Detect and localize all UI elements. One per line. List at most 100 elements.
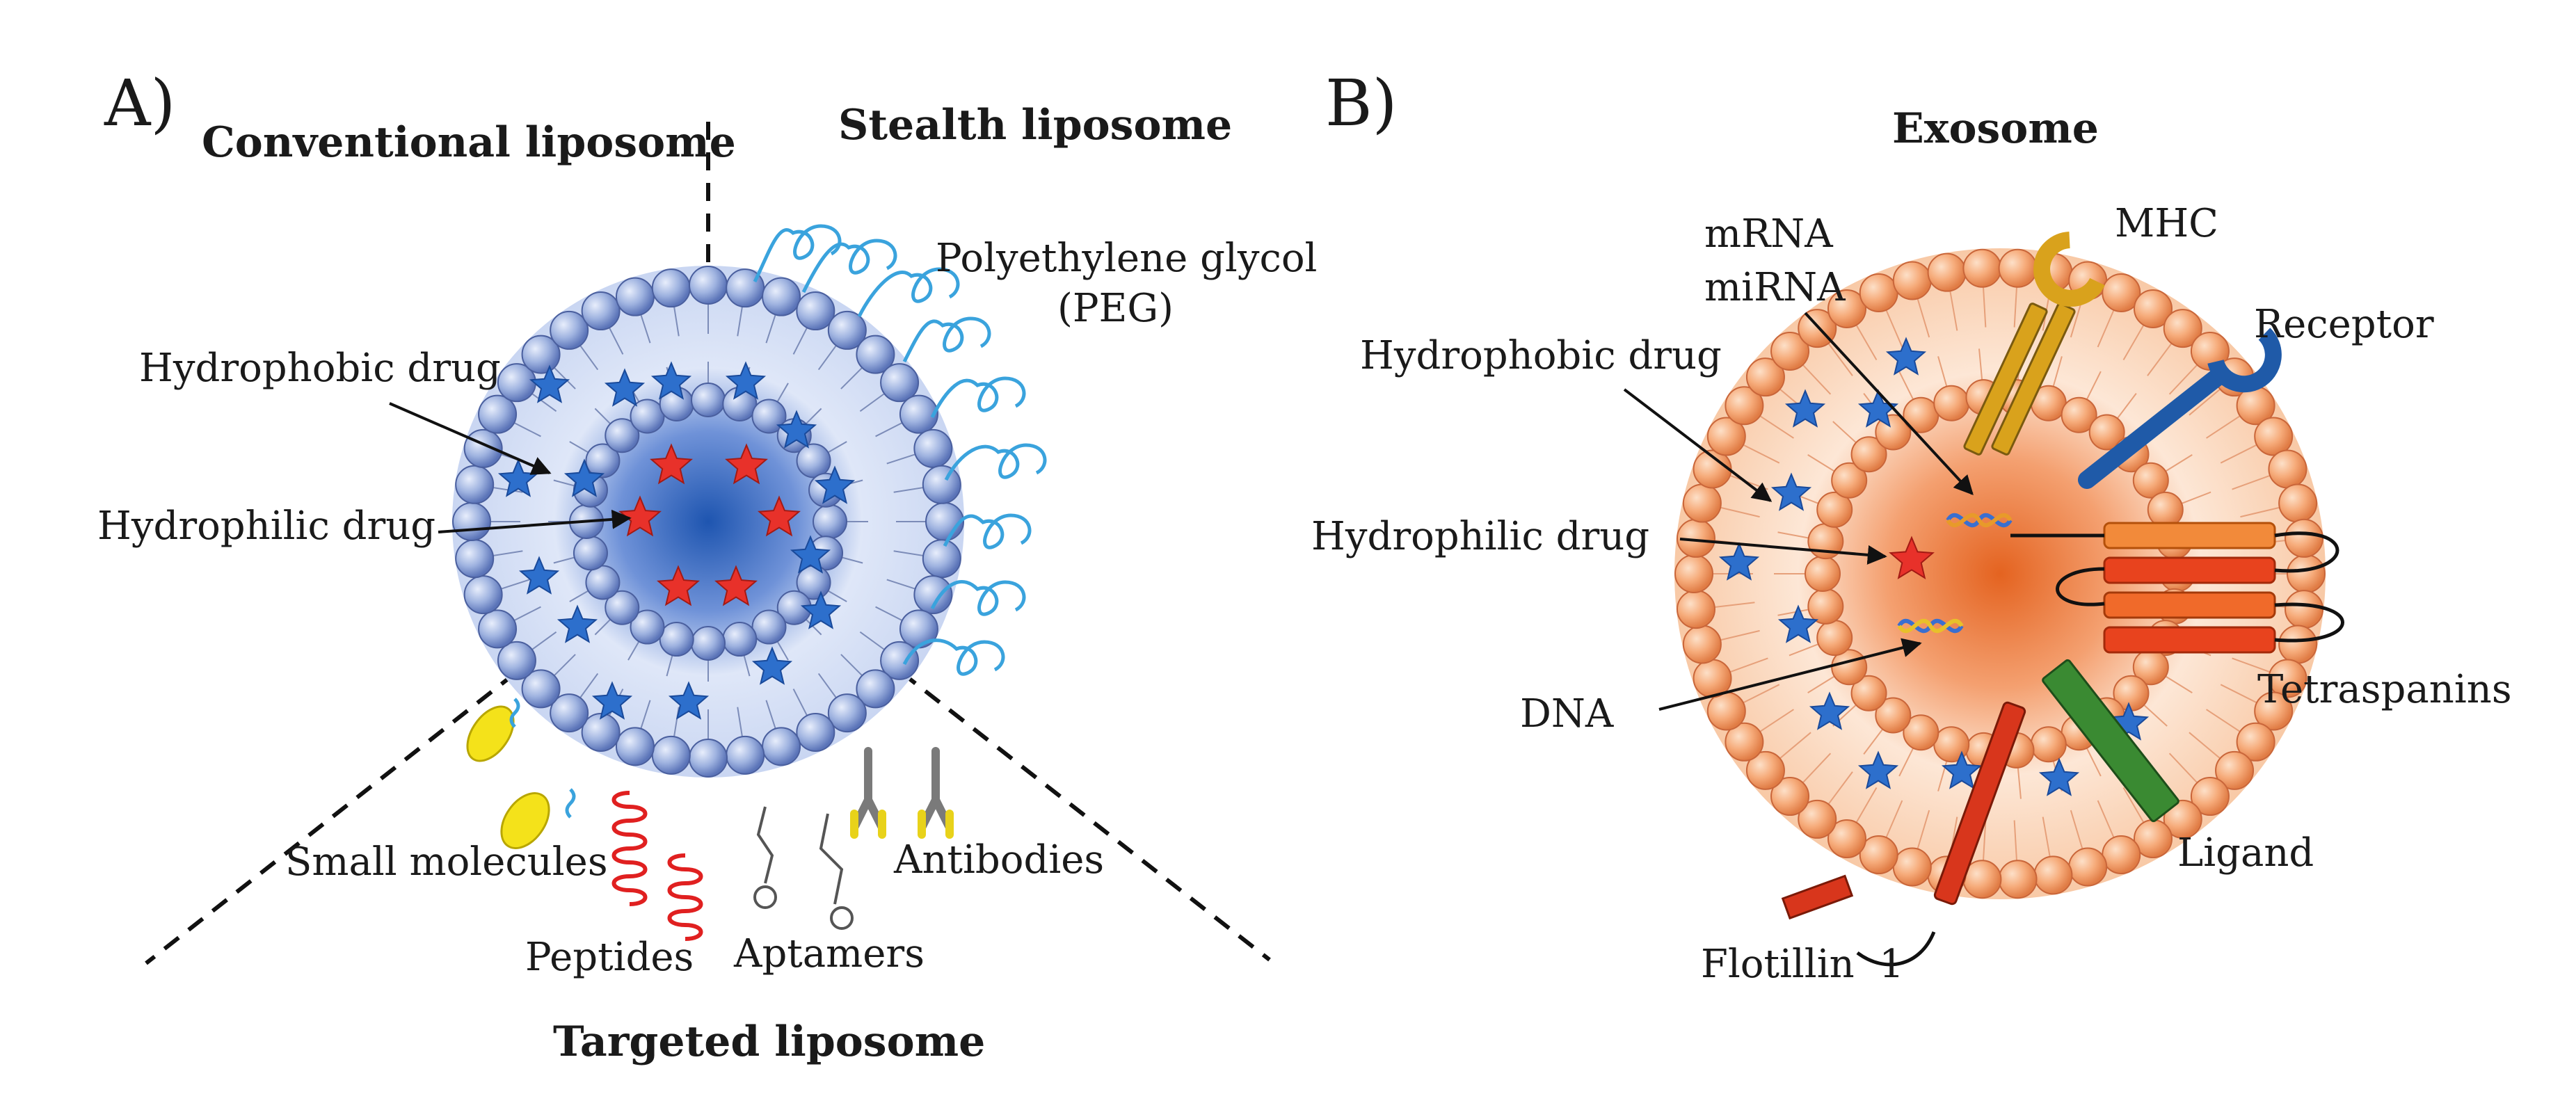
exosome-lipid-head <box>1798 799 1837 839</box>
conventional-liposome-title: Conventional liposome <box>202 118 736 167</box>
exosome-lipid-head <box>1682 483 1722 523</box>
hydrophobic-drug-star <box>800 590 842 629</box>
peg-chain <box>902 316 991 363</box>
receptor-molecule <box>2078 328 2282 489</box>
exosome-lipid-head <box>2102 835 2141 875</box>
exosome-lipid-head <box>1725 386 1764 426</box>
lipid-head <box>478 609 518 649</box>
label-peg-line1: Polyethylene glycol <box>936 236 1317 281</box>
peg-chain <box>902 638 1005 676</box>
lipid-head <box>521 335 561 374</box>
flotillin-stalk <box>1933 701 2026 906</box>
label-hydrophobic-drug: Hydrophobic drug <box>139 346 501 391</box>
lipid-head <box>762 277 801 316</box>
exosome-lipid-head <box>2102 273 2141 312</box>
hydrophilic-drug-star <box>714 565 758 606</box>
exosome-lipid-head <box>2088 414 2125 451</box>
label-mhc: MHC <box>2115 201 2218 246</box>
lipid-head <box>796 291 835 331</box>
lipid-head <box>585 443 621 478</box>
exosome-hydrophobic-star <box>1857 750 1899 789</box>
stealth-liposome-title: Stealth liposome <box>838 101 1232 150</box>
lipid-head <box>925 502 964 541</box>
lipid-head <box>605 590 640 625</box>
hydrophilic-drug-star <box>650 443 693 485</box>
panel-b: B) Exosome <box>1311 66 2512 987</box>
lipid-head <box>762 727 801 766</box>
exosome-lipid-head <box>2254 417 2294 456</box>
hydrophobic-drug-star <box>776 410 817 449</box>
peptide-coil <box>667 853 703 941</box>
exosome-lipid-head <box>2163 799 2202 839</box>
dna-strand <box>1897 618 1964 634</box>
antibody-tips <box>918 810 954 839</box>
label-hydrophilic-drug: Hydrophilic drug <box>97 504 435 549</box>
targeted-liposome-title: Targeted liposome <box>553 1018 985 1066</box>
lipid-head <box>615 277 655 316</box>
receptor-head <box>2207 328 2282 393</box>
aptamer-shapes <box>753 806 854 930</box>
exosome-lipid-head <box>1850 436 1887 473</box>
lipid-head <box>521 669 561 709</box>
exosome-lipid-head <box>1962 248 2002 288</box>
lipid-head <box>605 418 640 453</box>
mhc-stalk <box>1963 303 2048 456</box>
panel-b-letter: B) <box>1325 66 1398 140</box>
peptide-coil <box>611 791 648 906</box>
label-small-molecules: Small molecules <box>285 839 608 885</box>
exosome-lipid-head <box>1725 722 1764 762</box>
exosome-lipid-head <box>2190 777 2230 817</box>
label-antibodies: Antibodies <box>893 837 1104 883</box>
exosome-title: Exosome <box>1892 104 2099 153</box>
aptamer-head <box>830 906 854 930</box>
antibody-shapes <box>850 747 954 839</box>
flotillin-molecule <box>1781 701 2026 967</box>
hydrophilic-drug-star <box>725 443 768 485</box>
lipid-head <box>550 693 589 733</box>
lipid-head <box>722 622 758 657</box>
mhc-stalk <box>1991 303 2076 456</box>
exosome-hydrophobic-star <box>1885 337 1927 376</box>
label-ligand: Ligand <box>2177 830 2314 876</box>
exosome-outer-layer <box>1674 248 2326 899</box>
arrow-exo-hydrophilic <box>1679 538 1887 565</box>
exosome-lipid-head <box>1745 357 1785 397</box>
hydrophilic-drug-star <box>758 495 801 537</box>
exosome-hydrophobic-star <box>2038 757 2080 796</box>
lipid-head <box>751 609 787 645</box>
exosome-lipid-head <box>1892 847 1932 887</box>
arrow-hydrophilic <box>438 509 632 533</box>
exosome-lipid-head <box>1770 331 1810 371</box>
lipid-head <box>651 735 691 775</box>
exosome-hydrophobic-star <box>1809 691 1850 730</box>
peg-chain <box>930 376 1026 419</box>
exosome-lipid-head <box>2033 855 2073 895</box>
flotillin-tail <box>1856 931 1936 967</box>
peg-chain <box>857 267 960 318</box>
exosome-lipid-head <box>2147 491 2184 528</box>
lipid-head <box>899 394 938 434</box>
nucleic-acids <box>1897 513 2013 634</box>
mhc-groove <box>2033 232 2105 307</box>
label-mirna: miRNA <box>1704 265 1846 310</box>
exosome-lipid-head <box>1903 714 1939 751</box>
lipid-head <box>796 443 831 478</box>
exosome-lipid-head <box>1706 417 1746 456</box>
lipid-head <box>880 363 920 403</box>
lipid-head <box>913 575 953 615</box>
aptamer-strand <box>756 806 774 884</box>
lipid-head <box>550 310 589 350</box>
label-exo-hydrophilic-drug: Hydrophilic drug <box>1311 514 1649 559</box>
exosome-lipid-head <box>2285 518 2324 558</box>
exosome-lipid-head <box>1998 860 2038 899</box>
lipid-head <box>691 626 726 661</box>
exosome-lipid-head <box>1827 289 1866 328</box>
lipid-head <box>630 399 665 434</box>
divider-right <box>707 520 1271 962</box>
hydrophobic-drug-star <box>604 368 646 407</box>
peg-chain <box>943 513 1032 549</box>
lipid-head <box>659 622 694 657</box>
exosome-hydrophobic-star <box>1941 750 1983 789</box>
exosome-lipid-head <box>1903 396 1939 433</box>
